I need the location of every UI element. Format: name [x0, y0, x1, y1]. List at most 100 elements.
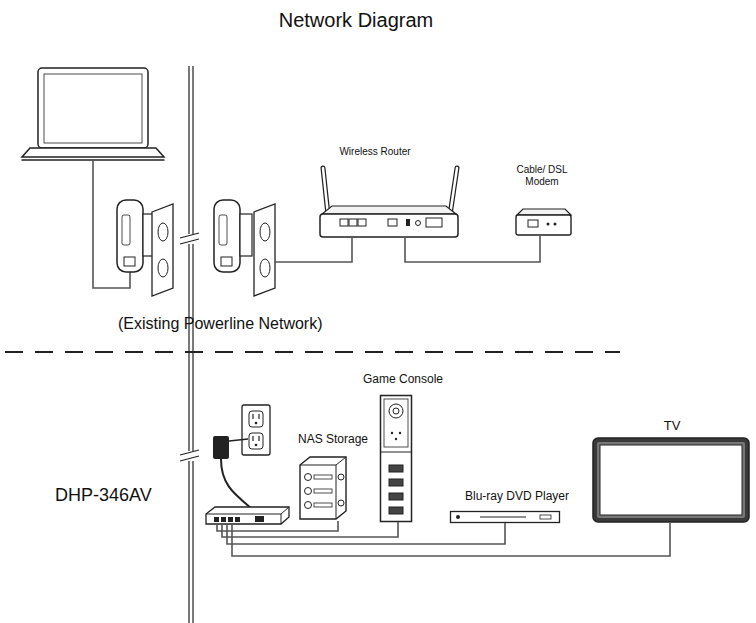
bluray-device: Blu-ray DVD Player: [450, 511, 560, 523]
ethernet-cable: [222, 522, 398, 537]
console-panel: [384, 399, 408, 447]
adapter-detail: [219, 215, 227, 245]
modem-body: [516, 215, 571, 235]
bluray-button: [456, 515, 460, 519]
nas-tray: [314, 475, 332, 479]
router-top: [322, 206, 456, 214]
nas-edge: [300, 457, 346, 465]
outlet: [249, 411, 263, 427]
nas-edge: [336, 465, 337, 519]
break-mark: [180, 456, 199, 461]
nas-fan: [338, 474, 344, 480]
outlet: [158, 223, 168, 241]
outlet-slot: [258, 436, 259, 441]
device-illustration: [592, 437, 750, 523]
section-divider: [5, 351, 620, 353]
modem-port: [528, 220, 538, 227]
wall-plate: [242, 405, 270, 455]
console-device: Game Console: [380, 395, 412, 522]
wall-plate: [254, 204, 275, 296]
switch-port: [228, 517, 233, 522]
switch-body: [206, 507, 289, 524]
nas-tray: [314, 489, 332, 493]
nas-bay: [305, 502, 312, 509]
network-note: (Existing Powerline Network): [118, 314, 323, 333]
device-label: Game Console: [363, 372, 443, 386]
nas-bay: [305, 488, 312, 495]
router-device: Wireless Router: [318, 205, 460, 238]
console-slot: [389, 465, 403, 472]
console-seam: [380, 452, 412, 453]
outlet-ground: [255, 422, 258, 425]
nas-device: NAS Storage: [298, 455, 348, 521]
switch-edge: [281, 514, 282, 524]
outlet-ground: [255, 444, 258, 447]
tv-screen: [600, 445, 742, 515]
laptop-screen: [44, 74, 142, 143]
bluray-body: [451, 512, 560, 523]
modem-device: Cable/ DSL Modem: [515, 208, 572, 236]
outlet: [158, 259, 168, 277]
outlet-slot: [252, 414, 253, 419]
outlet-slot: [252, 436, 253, 441]
powerline-adapter: [214, 200, 240, 272]
switch-edge: [206, 507, 289, 514]
diagram-title: Network Diagram: [0, 8, 712, 32]
antenna: [450, 168, 457, 215]
console-slot: [389, 479, 403, 486]
switch-port: [221, 517, 226, 522]
device-label: DHP-346AV: [55, 485, 152, 507]
console-slot: [389, 507, 403, 514]
router-switch: [426, 218, 442, 227]
adapter-plug: [240, 214, 252, 256]
switch-port: [235, 517, 240, 522]
ethernet-cable: [227, 523, 505, 544]
nas-bay: [305, 474, 312, 481]
break-mark: [180, 233, 199, 238]
router-port: [340, 219, 348, 226]
bluray-display: [540, 515, 551, 519]
outlet: [260, 223, 270, 241]
power-plug: [229, 439, 248, 441]
router-body: [320, 214, 458, 237]
nas-fan: [338, 500, 344, 506]
device-label: Blu-ray DVD Player: [465, 489, 569, 503]
router-button: [416, 221, 421, 226]
device-illustration: [205, 505, 290, 525]
ethernet-cable: [232, 523, 670, 556]
ethernet-cable: [405, 236, 540, 262]
bluray-tray: [480, 516, 526, 517]
device-label: Cable/ DSL Modem: [513, 164, 571, 188]
modem-top: [517, 209, 571, 215]
wall-line: [192, 66, 193, 623]
console-led: [391, 432, 393, 434]
switch-device: DHP-346AV: [205, 505, 290, 525]
modem-led: [547, 223, 550, 226]
antenna: [323, 168, 328, 215]
device-illustration: [380, 395, 412, 522]
tv-device: TV: [592, 437, 750, 523]
outlet: [249, 433, 263, 449]
nas-body: [300, 457, 346, 519]
device-illustration: [450, 511, 560, 523]
antenna: [450, 168, 457, 215]
outlet: [260, 259, 270, 277]
ethernet-cable: [275, 238, 352, 262]
router-port: [388, 219, 397, 226]
console-slot: [389, 493, 403, 500]
wall-plate: [152, 204, 173, 296]
console-button: [389, 404, 403, 418]
console-button: [393, 408, 399, 414]
device-illustration: [298, 455, 348, 521]
device-label: TV: [664, 418, 681, 434]
router-port: [349, 219, 357, 226]
tv-bezel: [593, 438, 749, 522]
device-illustration: [515, 208, 572, 236]
powerline-adapter: [117, 200, 143, 272]
ethernet-cable: [217, 521, 338, 531]
tv-frame: [597, 442, 745, 518]
